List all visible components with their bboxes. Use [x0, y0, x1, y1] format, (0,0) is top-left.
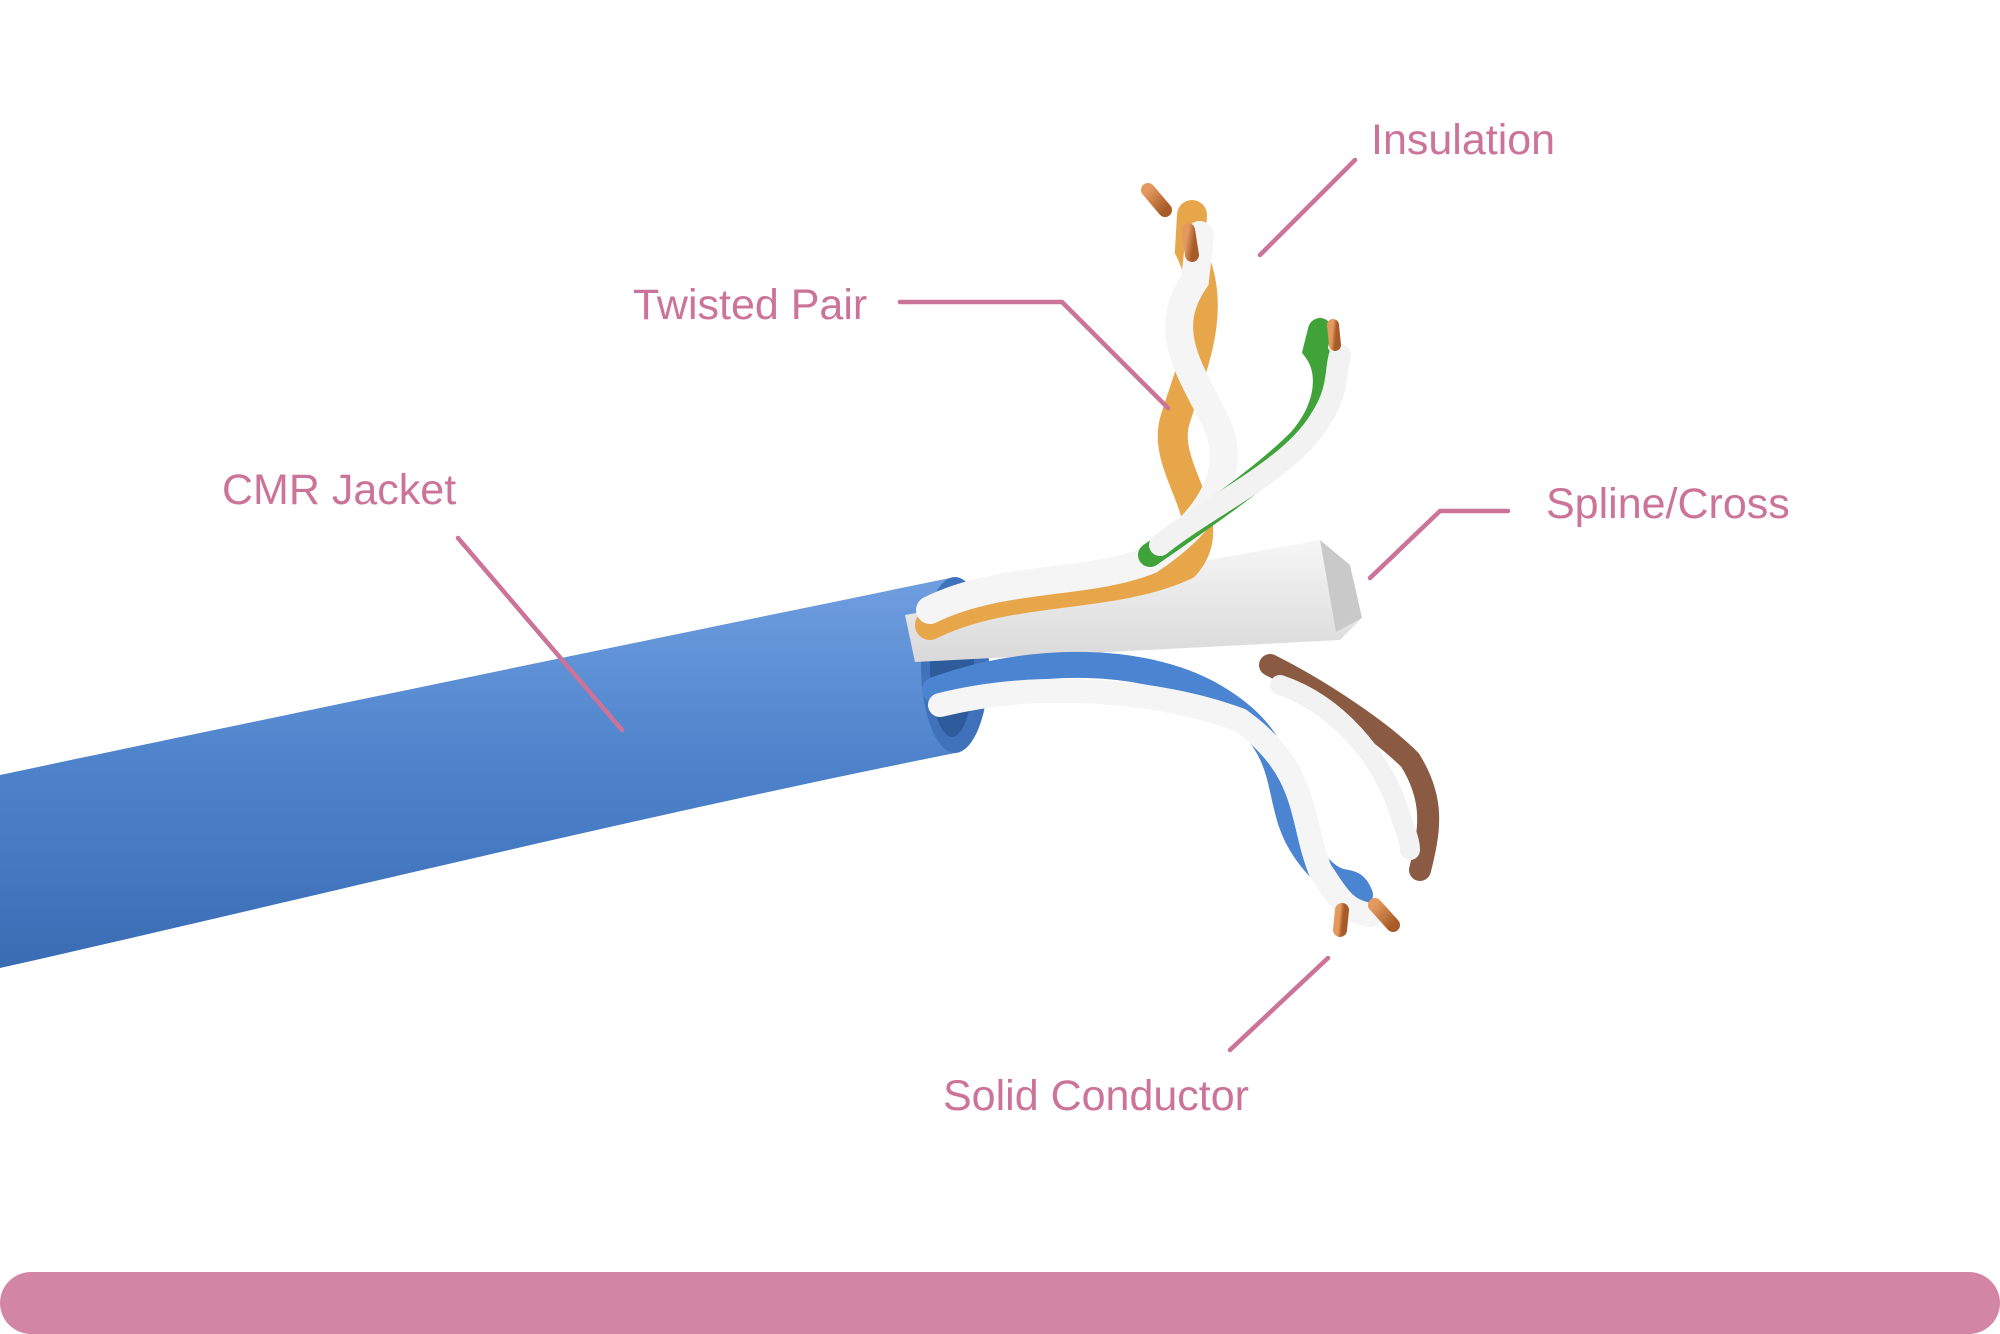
spline-cross-shape	[905, 540, 1362, 662]
brown-twisted-pair	[1259, 654, 1440, 881]
blue-twisted-pair	[922, 651, 1382, 927]
leader-line-solid-conductor	[1227, 955, 1331, 1053]
footer-bar	[0, 1272, 2000, 1334]
leader-lines	[455, 157, 1511, 1053]
spline-cross-label: Spline/Cross	[1546, 480, 1790, 528]
insulation-label: Insulation	[1371, 116, 1556, 164]
leader-line-twisted-pair	[897, 299, 1171, 411]
copper-conductor-tips	[1141, 183, 1427, 937]
cmr-jacket-shape	[0, 577, 989, 968]
twisted-pair-label: Twisted Pair	[633, 281, 868, 329]
solid-conductor-label: Solid Conductor	[943, 1072, 1249, 1120]
green-twisted-pair	[1138, 318, 1351, 567]
leader-line-spline-cross	[1367, 508, 1511, 581]
leader-line-cmr-jacket	[455, 535, 625, 733]
orange-twisted-pair	[915, 200, 1238, 640]
cmr-jacket-label: CMR Jacket	[222, 466, 457, 514]
leader-line-insulation	[1257, 157, 1358, 258]
